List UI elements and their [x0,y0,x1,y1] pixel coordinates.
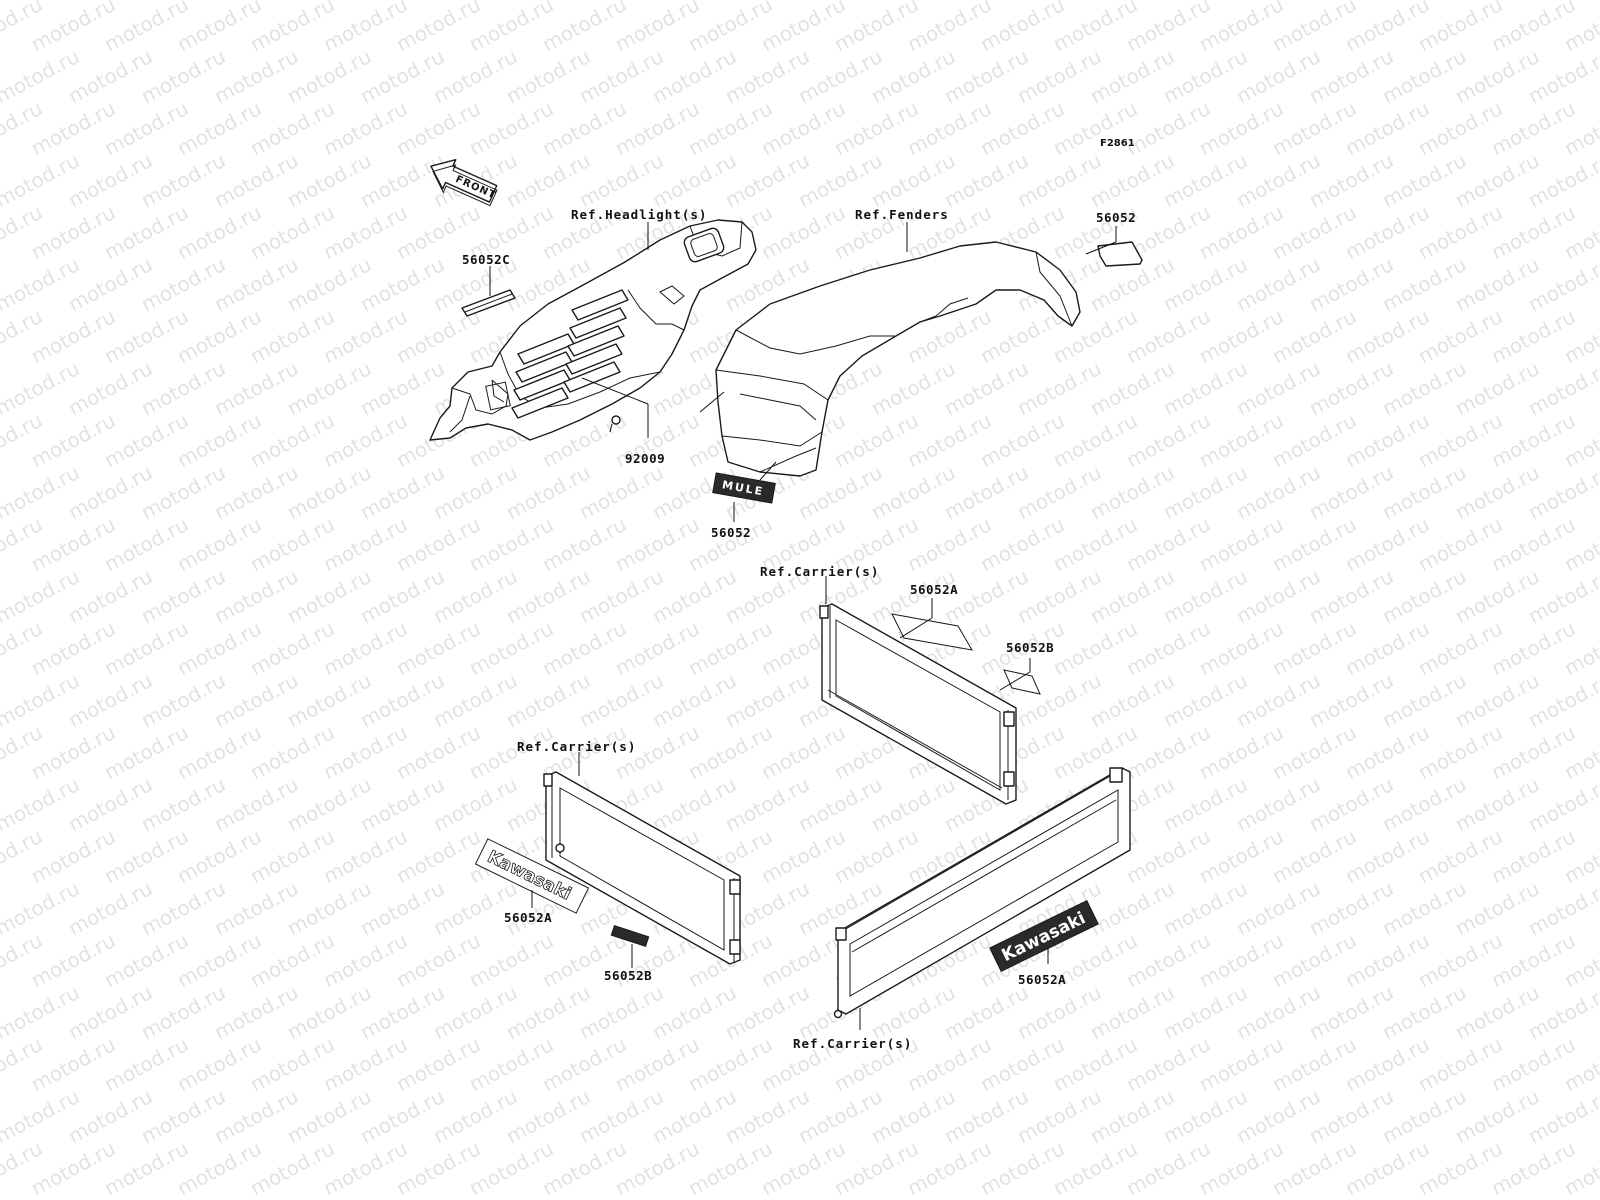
figure-id: F2861 [1100,138,1135,149]
label-56052b-left: 56052B [604,968,652,983]
decal-56052c [461,289,516,317]
carrier-gate-upper [819,603,1017,805]
carrier-gate-left [543,771,741,965]
label-56052a-left: 56052A [504,910,552,925]
label-ref-carrier-upper: Ref.Carrier(s) [760,564,879,579]
leader-lines [489,222,1117,1030]
labels: Ref.Headlight(s) Ref.Fenders 56052 56052… [462,207,1136,1051]
label-56052c: 56052C [462,252,510,267]
label-56052a-upper: 56052A [910,582,958,597]
label-ref-headlight: Ref.Headlight(s) [571,207,707,222]
label-56052a-right: 56052A [1018,972,1066,987]
front-cover-part [429,219,757,441]
label-ref-carrier-bottom: Ref.Carrier(s) [793,1036,912,1051]
carrier-panel-lower [833,767,1131,1019]
mule-decal: MULE [712,472,776,504]
label-92009: 92009 [625,451,665,466]
label-ref-fenders: Ref.Fenders [855,207,949,222]
decal-56052-top [1097,241,1143,267]
decal-56052b-upper [1003,669,1041,695]
decal-56052a-upper [891,613,973,651]
decal-56052b-left [610,925,650,947]
label-56052-mid: 56052 [711,525,751,540]
label-56052-top: 56052 [1096,210,1136,225]
label-56052b-upper: 56052B [1006,640,1054,655]
label-ref-carrier-left: Ref.Carrier(s) [517,739,636,754]
grille-slots [511,289,629,419]
screw-92009-icon [609,415,621,433]
fender-part [715,241,1081,477]
